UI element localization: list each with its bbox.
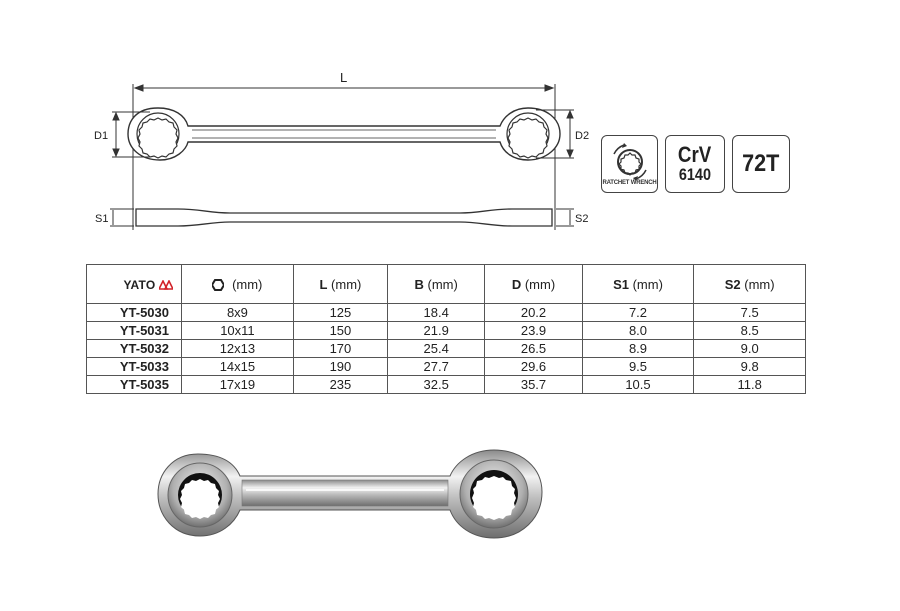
cell-b: 18.4 [387, 303, 486, 322]
ratchet-badge: RATCHET WRENCH [601, 135, 658, 193]
cell-s2: 9.8 [693, 357, 806, 376]
dim-label-s1: S1 [95, 213, 108, 225]
table-row: YT-5032 12x13 170 25.4 26.5 8.9 9.0 [86, 339, 806, 358]
spec-table: YATO (mm) L (mm) B (mm) D (mm) S1 (mm) S… [86, 264, 806, 394]
cell-code: YT-5035 [86, 375, 182, 394]
cell-s1: 8.9 [581, 339, 695, 358]
technical-drawing: L D1 D2 S1 S2 [94, 70, 589, 230]
cell-b: 21.9 [387, 321, 486, 340]
ratchet-caption: RATCHET WRENCH [602, 180, 657, 186]
cell-d: 23.9 [484, 321, 583, 340]
cell-s1: 10.5 [581, 375, 695, 394]
cell-l: 190 [292, 357, 389, 376]
side-view-wrench [135, 208, 553, 227]
diameter-dimensions [112, 109, 574, 159]
dim-label-s2: S2 [575, 213, 588, 225]
cell-l: 150 [292, 321, 389, 340]
material-bottom: 6140 [678, 165, 712, 184]
cell-l: 235 [292, 375, 389, 394]
cell-d: 35.7 [484, 375, 583, 394]
col-d: D (mm) [484, 264, 583, 304]
cell-d: 26.5 [484, 339, 583, 358]
cell-size: 8x9 [181, 303, 294, 322]
cell-s2: 9.0 [693, 339, 806, 358]
cell-size: 10x11 [181, 321, 294, 340]
cell-b: 32.5 [387, 375, 486, 394]
table-row: YT-5030 8x9 125 18.4 20.2 7.2 7.5 [86, 303, 806, 322]
cell-size: 14x15 [181, 357, 294, 376]
cell-size: 17x19 [181, 375, 294, 394]
brand-name: YATO [123, 277, 156, 292]
col-s1: S1 (mm) [581, 264, 695, 304]
top-view-wrench [127, 107, 561, 161]
col-b: B (mm) [387, 264, 486, 304]
dim-label-l: L [340, 70, 347, 85]
wrench-photo [157, 449, 543, 539]
cell-s2: 7.5 [693, 303, 806, 322]
col-s2: S2 (mm) [693, 264, 806, 304]
ratchet-wrench-icon [612, 143, 647, 181]
col-size: (mm) [181, 264, 294, 304]
dim-label-d2: D2 [575, 130, 589, 142]
col-l: L (mm) [292, 264, 389, 304]
dim-label-d1: D1 [94, 130, 108, 142]
cell-s2: 8.5 [693, 321, 806, 340]
cell-l: 125 [292, 303, 389, 322]
cell-s1: 8.0 [581, 321, 695, 340]
table-header-row: YATO (mm) L (mm) B (mm) D (mm) S1 (mm) S… [86, 264, 806, 304]
table-row: YT-5031 10x11 150 21.9 23.9 8.0 8.5 [86, 321, 806, 340]
cell-s2: 11.8 [693, 375, 806, 394]
cell-b: 25.4 [387, 339, 486, 358]
cell-d: 20.2 [484, 303, 583, 322]
table-row: YT-5033 14x15 190 27.7 29.6 9.5 9.8 [86, 357, 806, 376]
teeth-count: 72T [742, 150, 780, 177]
cell-l: 170 [292, 339, 389, 358]
cell-size: 12x13 [181, 339, 294, 358]
thickness-dimensions [110, 208, 574, 227]
brand-header: YATO [86, 264, 182, 304]
cell-code: YT-5033 [86, 357, 182, 376]
material-top: CrV [678, 142, 712, 167]
cell-d: 29.6 [484, 357, 583, 376]
yato-logo-icon [157, 278, 175, 290]
hexagon-icon [212, 278, 225, 291]
cell-code: YT-5030 [86, 303, 182, 322]
table-row: YT-5035 17x19 235 32.5 35.7 10.5 11.8 [86, 375, 806, 394]
cell-s1: 9.5 [581, 357, 695, 376]
teeth-badge: 72T [732, 135, 790, 193]
material-badge: CrV 6140 [665, 135, 725, 193]
length-dimension [132, 84, 556, 230]
cell-s1: 7.2 [581, 303, 695, 322]
cell-b: 27.7 [387, 357, 486, 376]
cell-code: YT-5032 [86, 339, 182, 358]
cell-code: YT-5031 [86, 321, 182, 340]
